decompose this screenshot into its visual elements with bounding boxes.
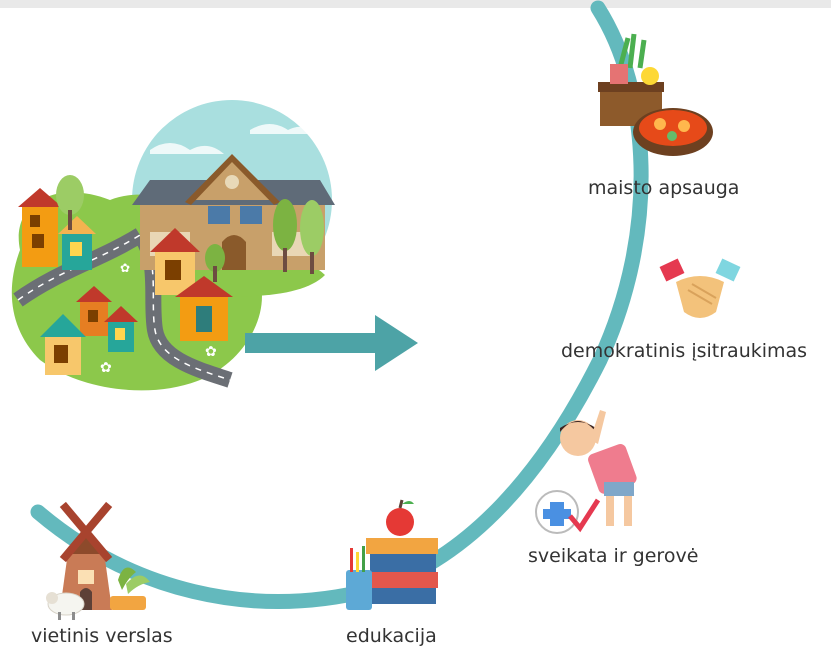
food-basket-icon [598,33,713,156]
svg-text:✿: ✿ [120,261,130,275]
right-arrow-icon [245,315,418,371]
svg-text:✿: ✿ [205,343,217,359]
exercising-boy-icon [535,410,637,534]
label-democratic-engagement: demokratinis įsitraukimas [561,340,808,362]
label-health-wellbeing: sveikata ir gerovė [528,545,699,567]
label-local-business: vietinis verslas [31,625,173,647]
village-illustration: ✿ ✿ ✿ [11,100,335,391]
top-strip [0,0,831,8]
cycle-curve [30,0,649,609]
svg-text:✿: ✿ [100,359,112,375]
handshake-icon [659,258,741,318]
label-food-security: maisto apsauga [588,177,740,199]
books-apple-icon [346,499,438,610]
windmill-icon [46,501,150,620]
label-education: edukacija [346,625,437,647]
